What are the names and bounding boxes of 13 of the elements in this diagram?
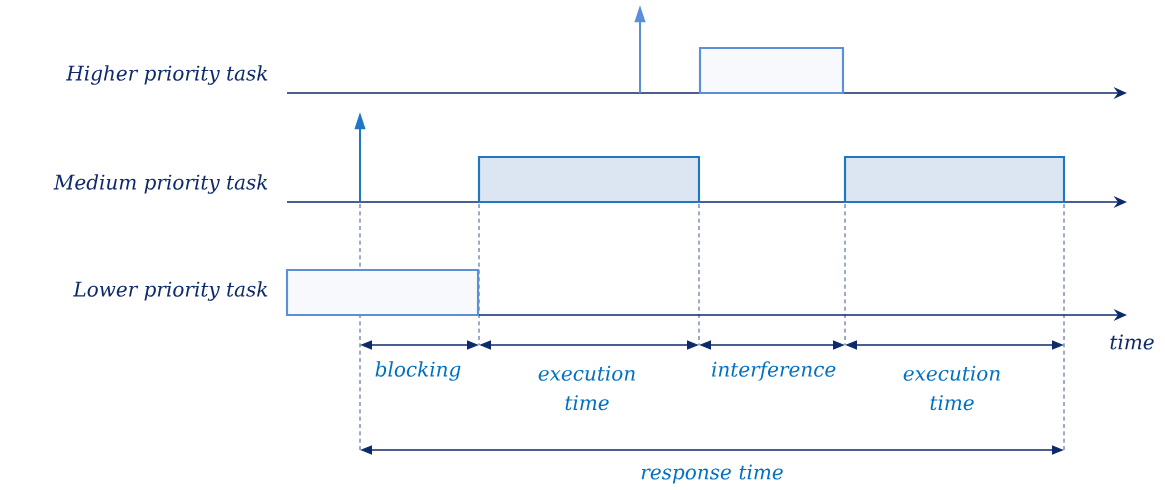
dimension-label: execution time <box>538 365 635 411</box>
execution-box <box>698 46 845 95</box>
execution-box <box>477 155 701 204</box>
task-label: Lower priority task <box>73 281 268 301</box>
dimension-label: execution time <box>903 365 1000 411</box>
task-label: Medium priority task <box>53 174 268 194</box>
dimension-label: response time <box>641 464 783 484</box>
task-label: Higher priority task <box>66 65 268 85</box>
dimension-label: blocking <box>375 361 461 381</box>
execution-box <box>285 268 480 317</box>
dimension-label: interference <box>712 361 836 381</box>
axis-label: time <box>1110 334 1154 350</box>
execution-box <box>843 155 1066 204</box>
